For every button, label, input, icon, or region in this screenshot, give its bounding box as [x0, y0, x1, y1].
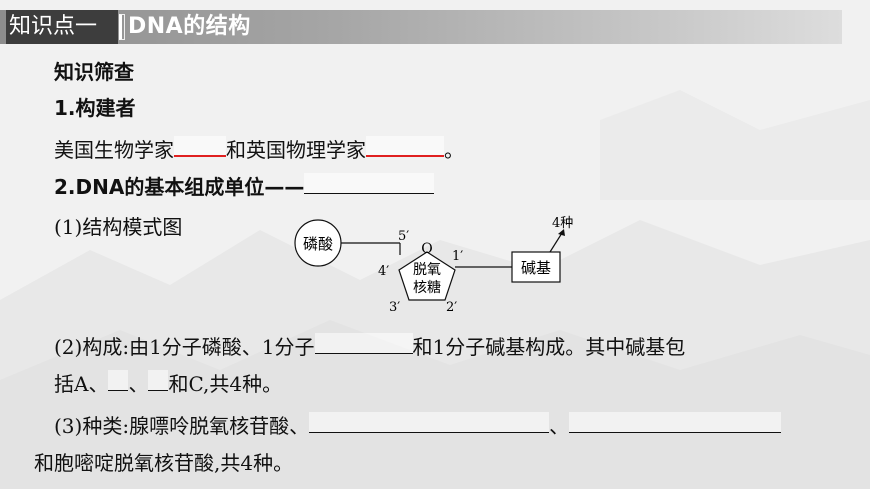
carbon-label-2: 2′ — [446, 300, 457, 315]
item-2-2b-text-2: 、 — [128, 372, 149, 396]
blank-basic-unit — [304, 173, 435, 194]
item-2-2-text-1: (2)构成:由1分子磷酸、1分子 — [54, 335, 315, 359]
nucleotide-structure-diagram: 磷酸 5′ O 脱氧 核糖 4′ 1′ 3′ 2′ 碱基 4种 — [294, 216, 573, 315]
header-tab: 知识点一 — [6, 10, 118, 44]
header-divider-mark — [119, 14, 125, 40]
section-title: 知识筛查 — [54, 60, 134, 84]
sugar-label-line2: 核糖 — [413, 280, 441, 296]
header-title: DNA的结构 — [128, 14, 251, 39]
deoxyribose-pentagon — [398, 251, 456, 301]
item-1-heading: 1.构建者 — [54, 94, 136, 122]
carbon-label-5: 5′ — [398, 229, 409, 244]
item-2-3-text-2: 、 — [549, 414, 570, 438]
base-arrow — [549, 232, 563, 253]
blank-british-physicist — [366, 136, 444, 157]
builders-text-3: 。 — [444, 138, 464, 162]
section-header-bar — [0, 10, 842, 44]
builders-line: 美国生物学家 和英国物理学家 。 — [54, 136, 464, 164]
item-2-2b-text-1: 括A、 — [54, 372, 109, 396]
blank-base-2 — [148, 370, 169, 391]
item-1-number: 1 — [54, 96, 68, 120]
blank-sugar — [314, 333, 413, 354]
item-2-heading: 2.DNA的基本组成单位—— — [54, 173, 435, 201]
item-2-3: (3)种类:腺嘌呤脱氧核苷酸、 、 — [54, 412, 782, 440]
item-2-3-text-1: (3)种类:腺嘌呤脱氧核苷酸、 — [54, 414, 310, 438]
item-2-number: 2 — [54, 175, 68, 199]
blank-nucleotide-1 — [309, 412, 550, 433]
base-kinds-label: 4种 — [552, 216, 573, 231]
builders-text-2: 和英国物理学家 — [226, 138, 366, 162]
carbon-label-3: 3′ — [389, 300, 400, 315]
blank-nucleotide-2 — [569, 412, 782, 433]
item-2-2b: 括A、、和C,共4种。 — [54, 370, 282, 398]
sugar-label-line1: 脱氧 — [413, 262, 441, 278]
item-2-text: .DNA的基本组成单位—— — [67, 175, 305, 199]
carbon-label-4: 4′ — [378, 264, 389, 279]
item-2-3b: 和胞嘧啶脱氧核苷酸,共4种。 — [34, 451, 294, 475]
item-1-text: .构建者 — [67, 96, 136, 120]
blank-american-biologist — [174, 136, 226, 157]
phosphate-label: 磷酸 — [303, 235, 333, 253]
base-box — [511, 251, 561, 283]
base-arrow-head — [558, 229, 565, 236]
item-2-1: (1)结构模式图 — [54, 215, 183, 239]
oxygen-label: O — [421, 241, 432, 257]
item-2-2-text-2: 和1分子碱基构成。其中碱基包 — [412, 335, 686, 359]
carbon-label-1: 1′ — [452, 249, 463, 264]
base-label: 碱基 — [521, 259, 551, 277]
builders-text-1: 美国生物学家 — [54, 138, 174, 162]
item-2-2b-text-3: 和C,共4种。 — [168, 372, 283, 396]
blank-base-1 — [108, 370, 129, 391]
item-2-2: (2)构成:由1分子磷酸、1分子 和1分子碱基构成。其中碱基包 — [54, 333, 685, 361]
